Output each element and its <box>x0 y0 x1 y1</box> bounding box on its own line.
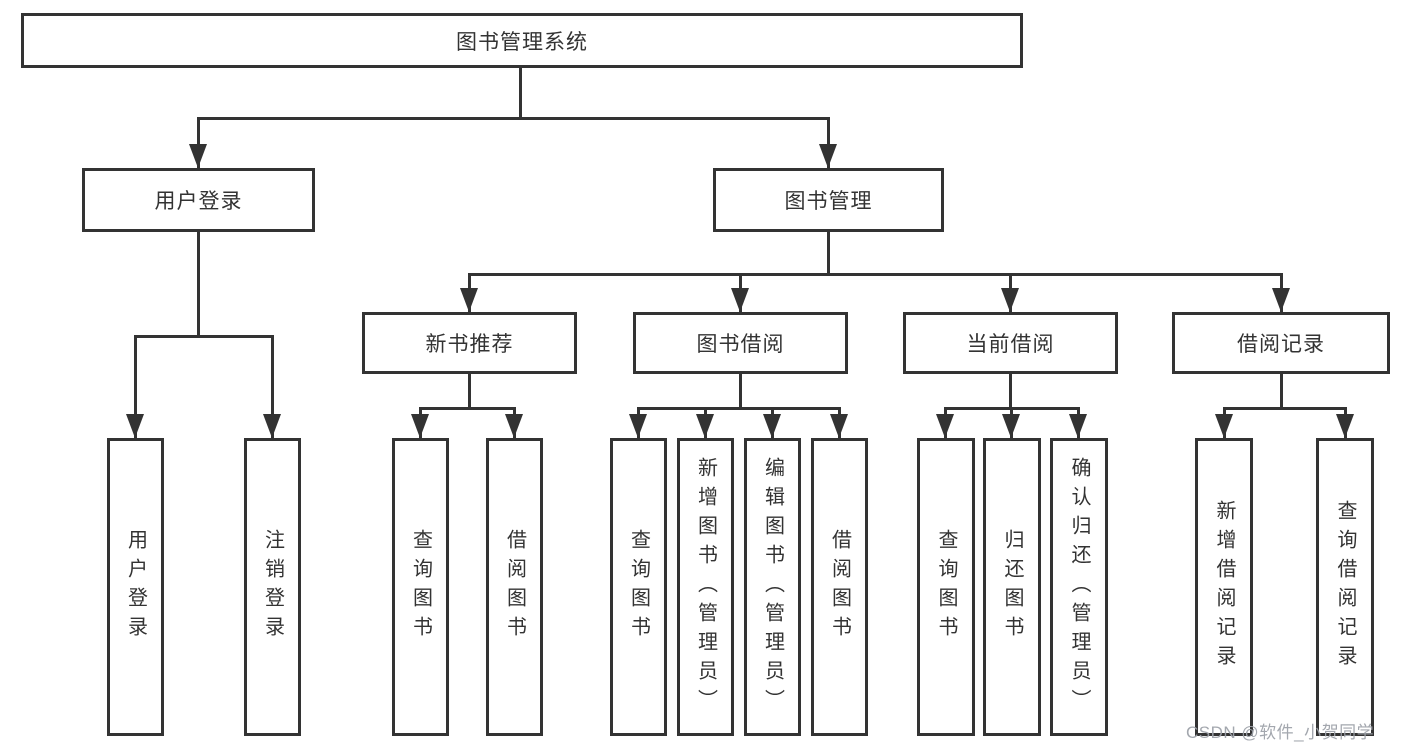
leaf-return-book: 归还图书 <box>983 438 1041 736</box>
node-user-login: 用户登录 <box>82 168 315 232</box>
arrow-to-leaf-login <box>126 414 144 438</box>
node-root-label: 图书管理系统 <box>456 30 588 54</box>
leaf-return-book-label: 归还图书 <box>1001 529 1023 645</box>
arrow-to-borrow-records <box>1272 288 1290 312</box>
leaf-borrow-query-book: 查询图书 <box>610 438 667 736</box>
arrow-g5-2 <box>1336 414 1354 438</box>
connector-level3-splitter <box>468 273 1282 276</box>
leaf-confirm-return-admin: 确认归还（管理员） <box>1050 438 1108 736</box>
leaf-edit-book-admin-label: 编辑图书（管理员） <box>761 456 784 718</box>
connector-stub-leaf-logout <box>271 335 274 438</box>
node-borrow-records: 借阅记录 <box>1172 312 1390 374</box>
arrow-g3-2 <box>696 414 714 438</box>
leaf-recommend-borrow-book: 借阅图书 <box>486 438 543 736</box>
connector-new-book-drop <box>468 374 471 407</box>
node-current-borrow: 当前借阅 <box>903 312 1118 374</box>
connector-current-borrow-drop <box>1009 374 1012 407</box>
arrow-g4-2 <box>1002 414 1020 438</box>
leaf-current-query-book-label: 查询图书 <box>935 529 957 645</box>
csdn-watermark: CSDN @软件_小贺同学 <box>1186 723 1375 742</box>
leaf-user-login: 用户登录 <box>107 438 164 736</box>
leaf-confirm-return-admin-label: 确认归还（管理员） <box>1068 456 1090 718</box>
connector-stub-book-management <box>827 117 830 168</box>
arrow-to-new-book <box>460 288 478 312</box>
arrow-g4-1 <box>936 414 954 438</box>
node-book-management-label: 图书管理 <box>784 190 873 213</box>
leaf-user-login-label: 用户登录 <box>124 529 147 645</box>
connector-borrow-records-drop <box>1280 374 1283 407</box>
leaf-borrow-query-book-label: 查询图书 <box>627 529 650 645</box>
leaf-logout-label: 注销登录 <box>261 529 284 645</box>
connector-book-borrow-splitter <box>637 407 841 410</box>
leaf-add-borrow-record-label: 新增借阅记录 <box>1213 500 1235 674</box>
connector-new-book-splitter <box>419 407 516 410</box>
arrow-g3-1 <box>629 414 647 438</box>
leaf-recommend-query-book-label: 查询图书 <box>409 529 432 645</box>
node-user-login-label: 用户登录 <box>154 190 243 213</box>
leaf-borrow-book-label: 借阅图书 <box>828 529 851 645</box>
node-book-borrow: 图书借阅 <box>633 312 848 374</box>
arrow-g5-1 <box>1215 414 1233 438</box>
connector-user-login-drop <box>197 232 200 335</box>
leaf-recommend-borrow-book-label: 借阅图书 <box>503 529 526 645</box>
arrow-to-leaf-logout <box>263 414 281 438</box>
arrow-g4-3 <box>1069 414 1087 438</box>
connector-stub-leaf-login <box>134 335 137 438</box>
leaf-query-borrow-record: 查询借阅记录 <box>1316 438 1374 736</box>
leaf-current-query-book: 查询图书 <box>917 438 975 736</box>
connector-borrow-records-splitter <box>1223 407 1345 410</box>
arrow-to-current-borrow <box>1001 288 1019 312</box>
node-book-management: 图书管理 <box>713 168 944 232</box>
arrow-to-user-login <box>189 144 207 168</box>
arrow-to-book-management <box>819 144 837 168</box>
node-root: 图书管理系统 <box>21 13 1023 68</box>
leaf-query-borrow-record-label: 查询借阅记录 <box>1334 500 1356 674</box>
arrow-g2-1 <box>411 414 429 438</box>
connector-book-borrow-drop <box>739 374 742 407</box>
leaf-add-book-admin: 新增图书（管理员） <box>677 438 734 736</box>
leaf-recommend-query-book: 查询图书 <box>392 438 449 736</box>
node-book-borrow-label: 图书借阅 <box>696 333 785 356</box>
leaf-add-book-admin-label: 新增图书（管理员） <box>694 456 717 718</box>
node-new-book-recommend-label: 新书推荐 <box>425 333 514 356</box>
arrow-to-book-borrow <box>731 288 749 312</box>
node-new-book-recommend: 新书推荐 <box>362 312 577 374</box>
arrow-g3-3 <box>763 414 781 438</box>
arrow-g2-2 <box>505 414 523 438</box>
leaf-logout: 注销登录 <box>244 438 301 736</box>
leaf-borrow-book: 借阅图书 <box>811 438 868 736</box>
connector-book-management-drop <box>827 232 830 273</box>
connector-stub-user-login <box>197 117 200 168</box>
arrow-g3-4 <box>830 414 848 438</box>
connector-root-drop <box>519 68 522 117</box>
connector-root-splitter <box>197 117 830 120</box>
node-current-borrow-label: 当前借阅 <box>966 333 1055 356</box>
leaf-add-borrow-record: 新增借阅记录 <box>1195 438 1253 736</box>
node-borrow-records-label: 借阅记录 <box>1237 333 1325 356</box>
connector-user-login-splitter <box>134 335 274 338</box>
leaf-edit-book-admin: 编辑图书（管理员） <box>744 438 801 736</box>
